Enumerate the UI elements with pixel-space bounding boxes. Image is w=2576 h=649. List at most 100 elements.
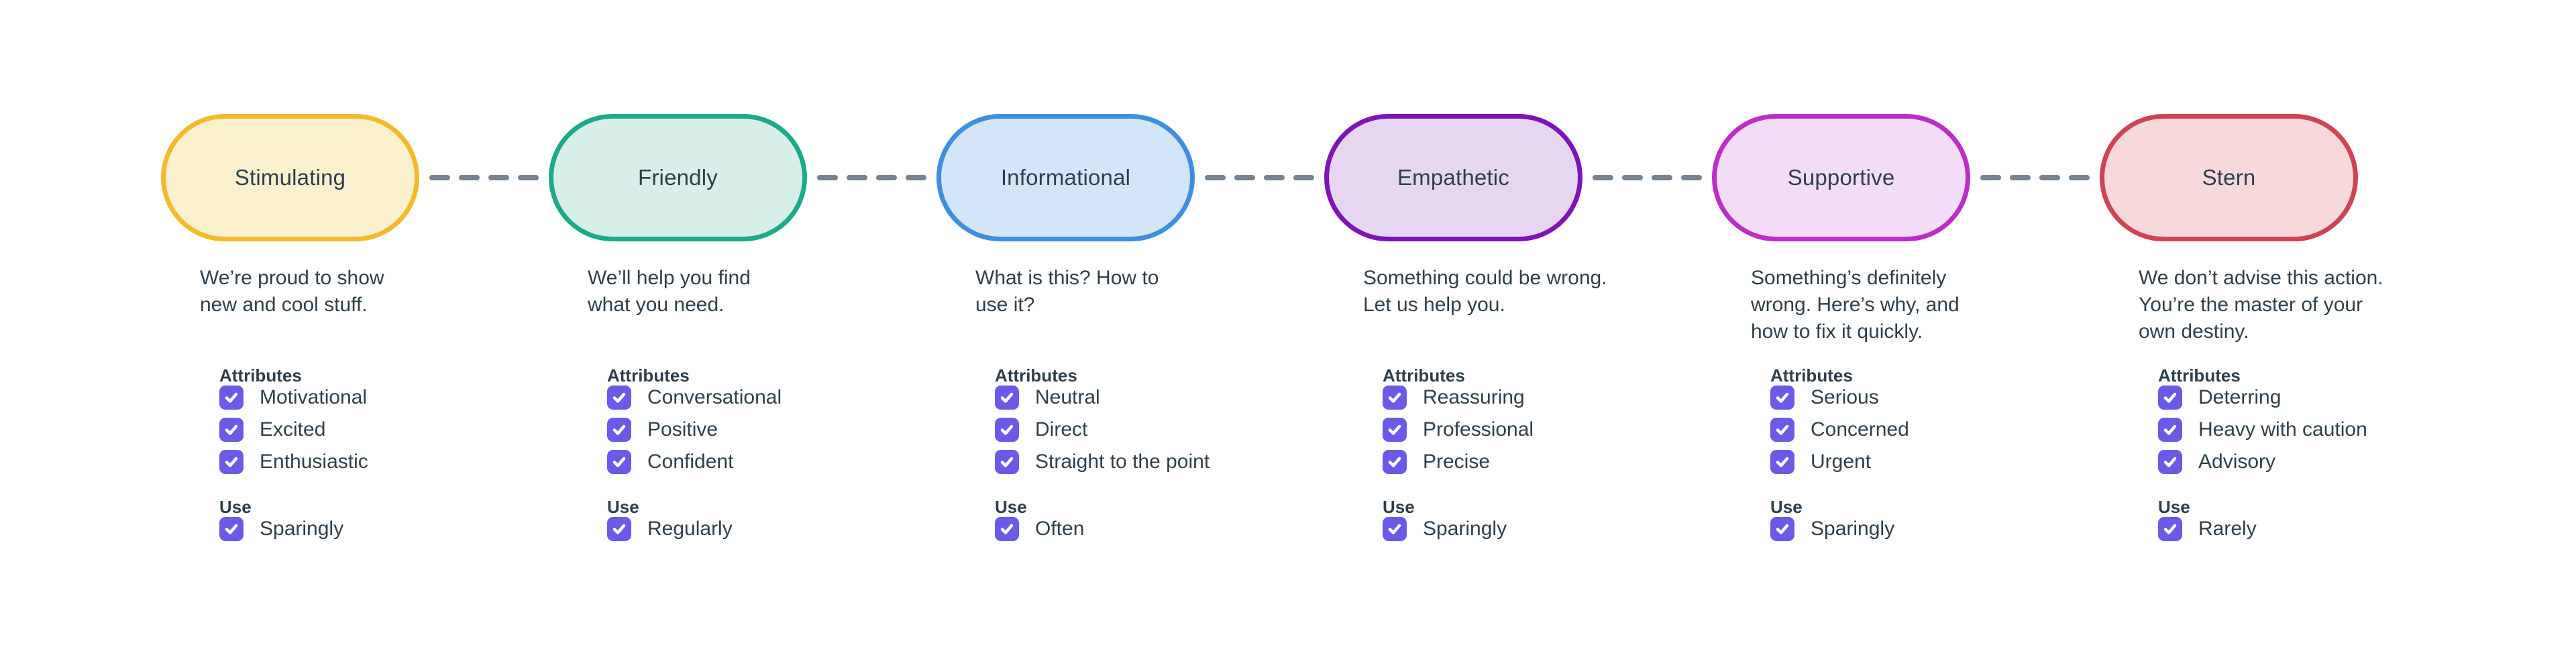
use-header: Use — [1770, 497, 1803, 517]
attribute-checkbox-supportive[interactable] — [1770, 386, 1794, 410]
use-checkbox-informational[interactable] — [995, 517, 1019, 541]
attribute-checkbox-row: Direct — [936, 418, 1087, 442]
check-icon — [225, 524, 238, 534]
check-icon — [1388, 524, 1401, 534]
attribute-checkbox-row: Straight to the point — [936, 450, 1210, 474]
attribute-checkbox-friendly[interactable] — [607, 386, 631, 410]
check-icon — [612, 457, 626, 467]
connector-dash — [1622, 175, 1643, 180]
use-list: Rarely — [2100, 517, 2358, 541]
tone-pill-label: Informational — [1000, 165, 1131, 190]
dashed-connector — [1970, 175, 2100, 180]
attribute-checkbox-informational[interactable] — [995, 386, 1019, 410]
attribute-checkbox-row: Deterring — [2100, 386, 2281, 410]
use-header: Use — [995, 497, 1027, 517]
use-checkbox-row: Often — [936, 517, 1084, 541]
check-icon — [225, 424, 238, 435]
use-checkbox-empathetic[interactable] — [1383, 517, 1407, 541]
attribute-checkbox-stern[interactable] — [2158, 418, 2182, 442]
use-checkbox-stimulating[interactable] — [219, 517, 244, 541]
use-header: Use — [1383, 497, 1415, 517]
checkbox-label: Confident — [647, 451, 734, 473]
check-icon — [612, 424, 626, 435]
attribute-checkbox-row: Reassuring — [1324, 386, 1525, 410]
attributes-list: Neutral Direct Straight to the point — [936, 386, 1210, 474]
use-list: Regularly — [549, 517, 807, 541]
attribute-checkbox-stimulating[interactable] — [219, 386, 244, 410]
check-icon — [225, 457, 238, 467]
tone-pill-empathetic: Empathetic — [1324, 114, 1582, 241]
tone-pill-stern: Stern — [2100, 114, 2358, 241]
use-checkbox-stern[interactable] — [2158, 517, 2182, 541]
attribute-checkbox-stimulating[interactable] — [219, 418, 244, 442]
tone-column-stimulating: Stimulating We’re proud to show new and … — [161, 0, 419, 549]
attribute-checkbox-empathetic[interactable] — [1383, 386, 1407, 410]
attribute-checkbox-row: Enthusiastic — [161, 450, 368, 474]
tone-pill-friendly: Friendly — [549, 114, 807, 241]
use-list: Sparingly — [1324, 517, 1582, 541]
attribute-checkbox-row: Conversational — [549, 386, 782, 410]
attribute-checkbox-empathetic[interactable] — [1383, 450, 1407, 474]
checkbox-label: Urgent — [1811, 451, 1872, 473]
attribute-checkbox-stern[interactable] — [2158, 450, 2182, 474]
attribute-checkbox-row: Professional — [1324, 418, 1534, 442]
attribute-checkbox-friendly[interactable] — [607, 418, 631, 442]
check-icon — [1776, 424, 1789, 435]
checkbox-label: Excited — [260, 418, 326, 440]
checkbox-label: Enthusiastic — [260, 451, 368, 473]
connector-dash — [1293, 175, 1314, 180]
checkbox-label: Positive — [647, 418, 718, 440]
tone-pill-label: Friendly — [638, 165, 718, 190]
tone-column-friendly: Friendly We’ll help you find what you ne… — [549, 0, 807, 549]
attribute-checkbox-informational[interactable] — [995, 450, 1019, 474]
tone-column-empathetic: Empathetic Something could be wrong. Let… — [1324, 0, 1607, 549]
attribute-checkbox-row: Excited — [161, 418, 325, 442]
attribute-checkbox-empathetic[interactable] — [1383, 418, 1407, 442]
checkbox-label: Deterring — [2198, 386, 2282, 408]
checkbox-label: Direct — [1035, 418, 1088, 440]
tone-spectrum-diagram: Stimulating We’re proud to show new and … — [161, 0, 2383, 549]
checkbox-label: Precise — [1423, 451, 1491, 473]
connector-dash — [1652, 175, 1672, 180]
use-header: Use — [607, 497, 639, 517]
tone-column-informational: Informational What is this? How to use i… — [936, 0, 1210, 549]
connector-dash — [1205, 175, 1226, 180]
attribute-checkbox-row: Motivational — [161, 386, 367, 410]
connector-dash — [2069, 175, 2090, 180]
tone-pill-informational: Informational — [936, 114, 1195, 241]
attribute-checkbox-supportive[interactable] — [1770, 418, 1794, 442]
connector-dash — [1681, 175, 1702, 180]
checkbox-label: Professional — [1423, 418, 1534, 440]
attribute-checkbox-friendly[interactable] — [607, 450, 631, 474]
use-checkbox-friendly[interactable] — [607, 517, 631, 541]
use-checkbox-row: Sparingly — [1324, 517, 1507, 541]
check-icon — [1388, 457, 1401, 467]
check-icon — [1776, 457, 1789, 467]
check-icon — [612, 392, 626, 403]
check-icon — [225, 392, 238, 403]
check-icon — [1000, 392, 1014, 403]
checkbox-label: Straight to the point — [1035, 451, 1210, 473]
checkbox-label: Sparingly — [1811, 518, 1895, 540]
connector-dash — [488, 175, 509, 180]
checkbox-label: Heavy with caution — [2198, 418, 2367, 440]
attributes-header: Attributes — [607, 365, 690, 386]
tone-pill-label: Empathetic — [1397, 165, 1510, 190]
attribute-checkbox-row: Neutral — [936, 386, 1100, 410]
use-checkbox-supportive[interactable] — [1770, 517, 1794, 541]
use-list: Sparingly — [1712, 517, 1970, 541]
attribute-checkbox-stern[interactable] — [2158, 386, 2182, 410]
checkbox-label: Regularly — [647, 518, 733, 540]
connector-dash — [2010, 175, 2031, 180]
connector-dash — [906, 175, 926, 180]
attribute-checkbox-supportive[interactable] — [1770, 450, 1794, 474]
tone-column-supportive: Supportive Something’s definitely wrong.… — [1712, 0, 1970, 549]
dashed-connector — [1582, 175, 1712, 180]
check-icon — [2163, 524, 2177, 534]
dashed-connector — [1195, 175, 1324, 180]
attributes-list: Motivational Excited Enthusiastic — [161, 386, 419, 474]
tone-description: We don’t advise this action. You’re the … — [2139, 267, 2383, 343]
attribute-checkbox-informational[interactable] — [995, 418, 1019, 442]
attribute-checkbox-stimulating[interactable] — [219, 450, 244, 474]
checkbox-label: Advisory — [2198, 451, 2276, 473]
